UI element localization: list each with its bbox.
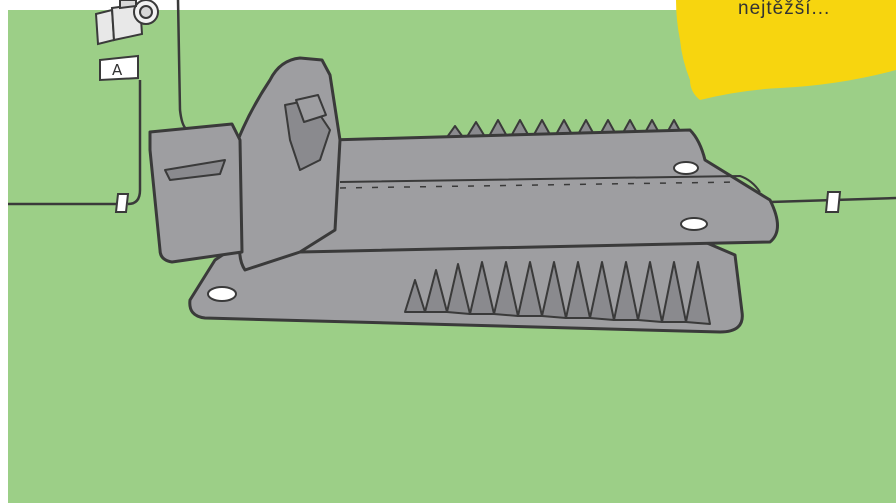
wire-peg-icon (826, 192, 840, 212)
connector-label-tag: A (100, 56, 138, 80)
connector-label: A (112, 61, 123, 79)
wire-peg-icon (116, 194, 128, 212)
speech-bubble-text: nejtěžší... (738, 0, 830, 19)
